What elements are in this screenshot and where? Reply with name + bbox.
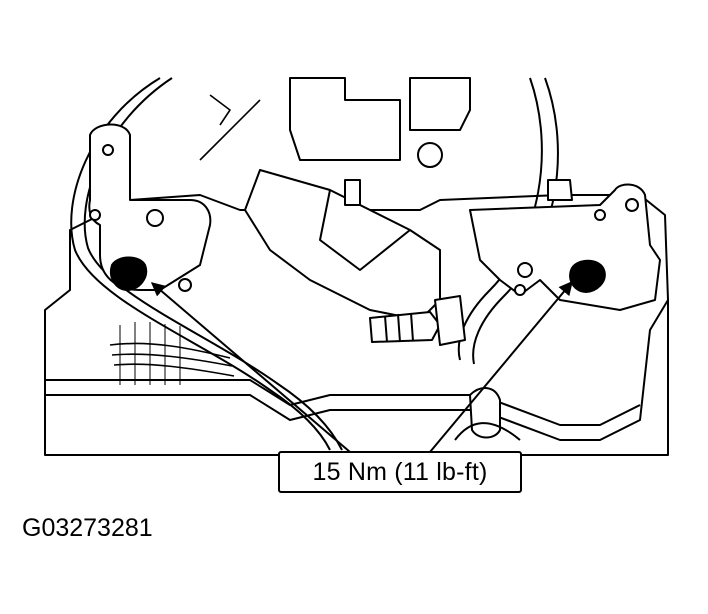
left-mount-bracket	[88, 123, 212, 292]
torque-label: 15 Nm (11 lb-ft)	[312, 457, 488, 486]
figure-id: G03273281	[22, 514, 153, 542]
wiring-harness	[109, 94, 261, 385]
left-leader-line	[150, 282, 351, 453]
lower-hose	[454, 387, 521, 441]
right-leader-line	[429, 280, 573, 453]
torque-callout: 15 Nm (11 lb-ft)	[278, 451, 522, 493]
central-actuator	[244, 77, 471, 321]
callout-leaders	[150, 280, 573, 453]
center-bolt	[369, 295, 466, 346]
right-mount-bracket	[469, 179, 661, 311]
